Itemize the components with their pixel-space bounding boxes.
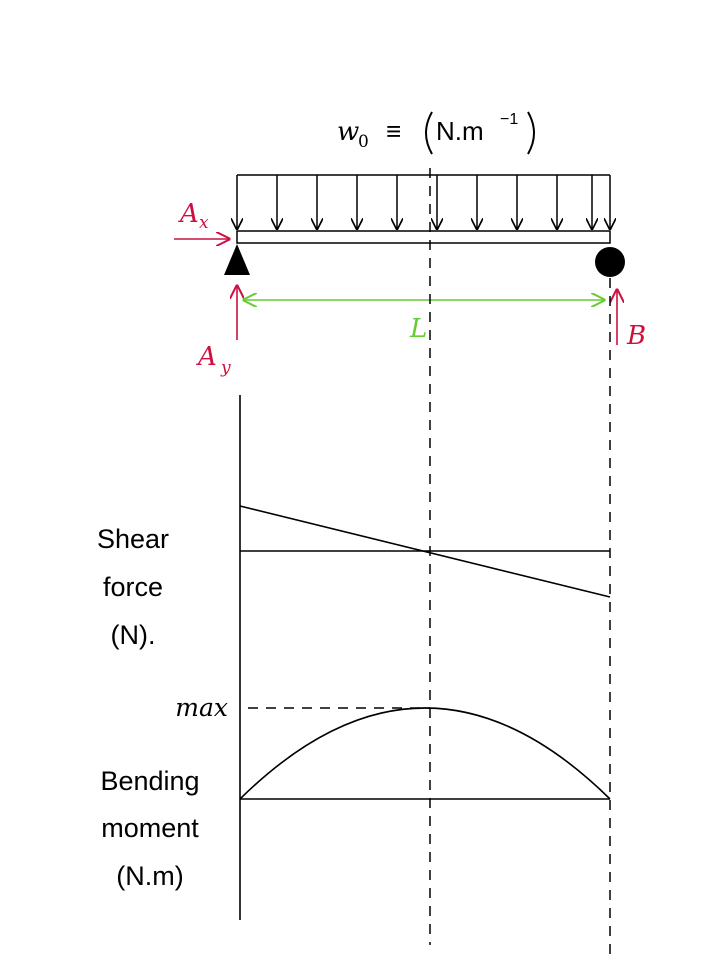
- reaction-ay: A y: [196, 286, 237, 378]
- reaction-ax: A x: [174, 199, 229, 239]
- load-arrows: [237, 175, 610, 229]
- reaction-ay-symbol: A: [196, 342, 217, 372]
- left-paren: [425, 111, 433, 155]
- moment-label-line-1: Bending: [100, 766, 199, 796]
- shear-label-line-1: Shear: [97, 524, 169, 554]
- moment-label-line-3: (N.m): [116, 861, 183, 891]
- distributed-load: [237, 174, 610, 229]
- triangle-support-icon: [224, 244, 250, 275]
- reaction-ax-subscript: x: [199, 213, 209, 233]
- load-unit-exponent: −1: [500, 111, 518, 128]
- shear-label: Shear force (N).: [97, 524, 169, 650]
- reaction-ay-subscript: y: [220, 358, 231, 378]
- load-symbol: w: [337, 117, 359, 147]
- moment-curve: [239, 707, 611, 800]
- roller-support-icon: [595, 247, 625, 277]
- reaction-ax-symbol: A: [178, 199, 199, 229]
- right-paren: [527, 111, 535, 155]
- reaction-b: B: [617, 290, 646, 351]
- moment-diagram: max: [175, 693, 611, 800]
- shear-diagram: [239, 505, 611, 598]
- shear-label-line-2: force: [103, 572, 163, 602]
- beam: [236, 230, 611, 244]
- load-subscript: 0: [358, 132, 369, 152]
- load-title: w 0 ≡ N.m −1: [337, 111, 535, 155]
- load-equiv: ≡: [386, 116, 401, 146]
- shear-line: [239, 505, 611, 598]
- load-unit: N.m: [436, 116, 484, 146]
- reaction-b-label: B: [626, 321, 646, 351]
- span-dimension: L: [244, 300, 604, 344]
- span-label: L: [409, 314, 427, 344]
- moment-label: Bending moment (N.m): [100, 766, 199, 891]
- moment-label-line-2: moment: [101, 813, 199, 843]
- max-label: max: [175, 693, 228, 722]
- shear-label-line-3: (N).: [111, 620, 156, 650]
